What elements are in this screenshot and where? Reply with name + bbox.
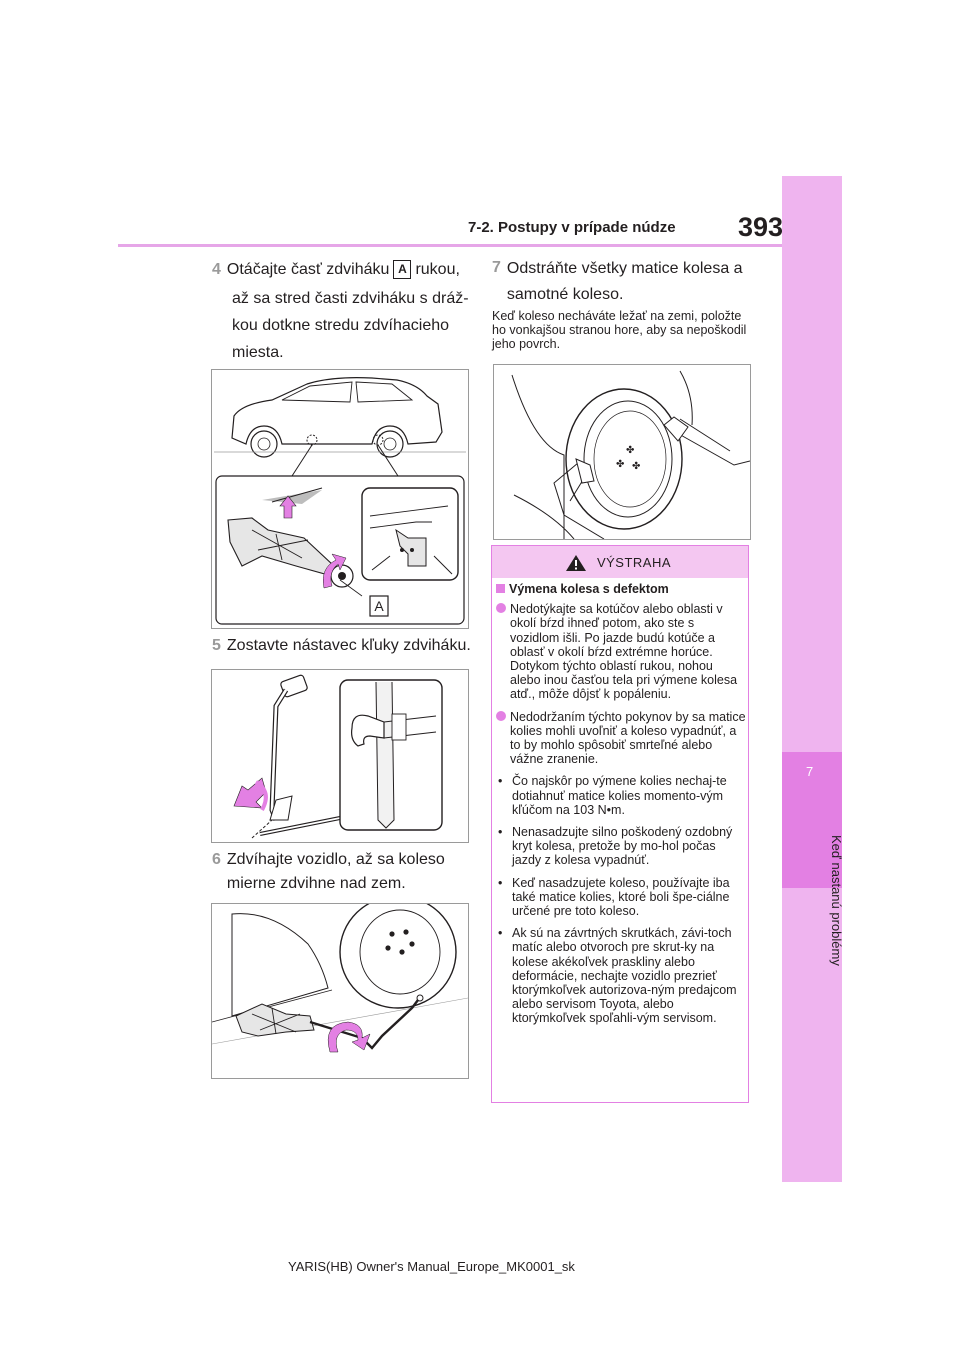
- step-7: 7 Odstráňte všetky matice kolesa a samotn…: [492, 256, 754, 308]
- step-number: 4: [212, 261, 221, 278]
- warning-body: Výmena kolesa s defektom Nedotýkajte sa …: [496, 582, 746, 1034]
- step-text: Otáčajte časť zdviháku: [226, 261, 390, 278]
- figure-label-a: A: [374, 598, 384, 614]
- circle-bullet-icon: [496, 710, 506, 721]
- figure-jack-position: A: [211, 369, 469, 629]
- figure-wheel-removal: ✤ ✤ ✤: [493, 364, 751, 540]
- footer-manual-id: YARIS(HB) Owner's Manual_Europe_MK0001_s…: [288, 1259, 575, 1274]
- header-rule: [118, 244, 782, 247]
- jack-position-illustration: A: [214, 377, 466, 625]
- step-number: 7: [492, 259, 501, 276]
- step-text: Zostavte nástavec kľuky zdviháku.: [226, 637, 471, 654]
- svg-text:✤: ✤: [626, 445, 634, 456]
- chapter-side-tab: [782, 176, 842, 1182]
- figure-jack-handle: [211, 669, 469, 843]
- label-a-box: A: [393, 260, 412, 280]
- warning-title: VÝSTRAHA: [596, 555, 672, 570]
- section-title: 7-2. Postupy v prípade núdze: [468, 219, 676, 236]
- square-bullet-icon: [496, 584, 505, 593]
- lifting-vehicle-illustration: [212, 904, 468, 1053]
- warning-subheading: Výmena kolesa s defektom: [496, 582, 746, 596]
- warning-bullet: •Čo najskôr po výmene kolies nechaj-te d…: [498, 774, 727, 817]
- warning-item: Nedotýkajte sa kotúčov alebo oblasti v o…: [496, 602, 746, 701]
- step-5: 5 Zostavte nástavec kľuky zdviháku.: [212, 634, 474, 658]
- warning-box: VÝSTRAHA Výmena kolesa s defektom Nedotý…: [491, 545, 749, 1103]
- svg-text:✤: ✤: [616, 459, 624, 470]
- step-text-continued: až sa stred časti zdviháku s dráž-kou do…: [232, 290, 469, 361]
- chapter-title: Keď nastanú problémy: [829, 834, 844, 966]
- step-number: 5: [212, 637, 221, 654]
- step-text: rukou,: [415, 261, 460, 278]
- figure-lifting-vehicle: [211, 903, 469, 1079]
- svg-text:✤: ✤: [632, 461, 640, 472]
- jack-handle-illustration: [233, 674, 443, 839]
- warning-bullet: •Keď nasadzujete koleso, používajte iba …: [498, 875, 730, 919]
- page-number: 393: [738, 212, 784, 242]
- circle-bullet-icon: [496, 603, 506, 614]
- chapter-number: 7: [806, 764, 814, 779]
- step-7-note: Keď koleso necháváte ležať na zemi, polo…: [492, 309, 747, 351]
- step-text: Odstráňte všetky matice kolesa a samotné…: [506, 260, 743, 303]
- chapter-side-tab-active: [782, 752, 842, 888]
- warning-bullet: •Nenasadzujte silno poškodený ozdobný kr…: [498, 825, 733, 868]
- warning-header: VÝSTRAHA: [492, 546, 748, 578]
- step-6: 6 Zdvíhajte vozidlo, až sa koleso mierne …: [212, 848, 474, 896]
- step-number: 6: [212, 851, 221, 868]
- wheel-removal-illustration: ✤ ✤ ✤: [511, 370, 750, 539]
- warning-item: Nedodržaním týchto pokynov by sa matice …: [496, 710, 746, 767]
- warning-triangle-icon: [566, 555, 586, 571]
- step-text: Zdvíhajte vozidlo, až sa koleso mierne z…: [226, 851, 445, 892]
- warning-bullet: •Ak sú na závrtných skrutkách, závi-toch…: [498, 926, 737, 1026]
